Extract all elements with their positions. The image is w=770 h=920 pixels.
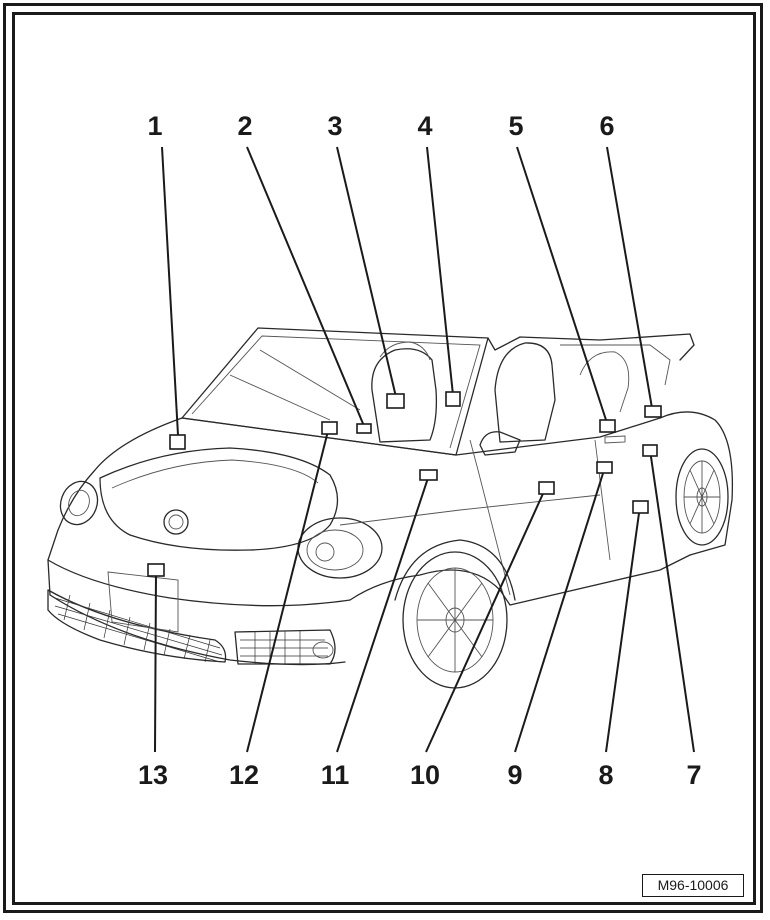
component-marker-9 [596, 461, 613, 474]
component-marker-6 [644, 405, 662, 418]
headlight-right [297, 517, 383, 579]
lower-grille-right [234, 629, 336, 665]
component-marker-10 [538, 481, 555, 495]
rear-wheel [675, 448, 729, 546]
headlight-left [59, 480, 99, 526]
callout-9: 9 [507, 760, 522, 790]
component-marker-7 [642, 444, 658, 457]
leader-line-9 [514, 466, 606, 753]
callout-3: 3 [327, 111, 342, 141]
side-mirror [479, 431, 521, 456]
leader-line-5 [516, 146, 608, 424]
hood [99, 447, 339, 551]
leader-line-8 [605, 505, 641, 753]
front-fender-left [47, 417, 183, 596]
component-marker-2 [356, 423, 372, 434]
soft-top-rear [487, 333, 695, 361]
front-bumper-top [47, 559, 351, 607]
vw-emblem [163, 509, 189, 535]
component-marker-1 [169, 434, 186, 450]
component-marker-3 [386, 393, 405, 409]
component-marker-4 [445, 391, 461, 407]
figure-reference-code: M96-10006 [642, 874, 744, 897]
callout-12: 12 [229, 760, 259, 790]
callout-5: 5 [508, 111, 523, 141]
leader-line-4 [426, 146, 454, 396]
leader-line-6 [606, 146, 653, 409]
callout-8: 8 [598, 760, 613, 790]
callout-numbers: 1 2 3 4 5 6 13 12 11 10 9 8 7 [138, 111, 702, 790]
leader-line-13 [154, 569, 157, 753]
leader-line-3 [336, 146, 397, 398]
callout-11: 11 [321, 760, 350, 790]
component-marker-13 [147, 563, 165, 577]
component-marker-11 [419, 469, 438, 481]
body-side-upper [455, 411, 734, 556]
callout-1: 1 [147, 111, 162, 141]
component-marker-8 [632, 500, 649, 514]
outer-frame [3, 3, 763, 913]
convertible-car-drawing [47, 327, 734, 689]
callout-4: 4 [417, 111, 432, 141]
front-seat-right [494, 342, 556, 443]
component-marker-12 [321, 421, 338, 435]
component-markers [147, 391, 662, 577]
windshield-frame [181, 327, 489, 456]
callout-10: 10 [410, 760, 440, 790]
body-side-lower [349, 554, 691, 606]
callout-7: 7 [686, 760, 701, 790]
leader-line-7 [649, 449, 695, 753]
callout-2: 2 [237, 111, 252, 141]
inner-frame [12, 12, 756, 905]
leader-lines [154, 146, 695, 753]
component-marker-5 [599, 419, 616, 433]
callout-6: 6 [599, 111, 614, 141]
leader-line-12 [246, 426, 330, 753]
lower-grille-left [47, 589, 227, 663]
front-seat-left [371, 348, 438, 443]
leader-line-11 [336, 474, 430, 753]
leader-line-2 [246, 146, 365, 427]
callout-13: 13 [138, 760, 168, 790]
leader-line-10 [425, 486, 547, 753]
leader-line-1 [161, 146, 179, 436]
license-plate [107, 571, 179, 633]
